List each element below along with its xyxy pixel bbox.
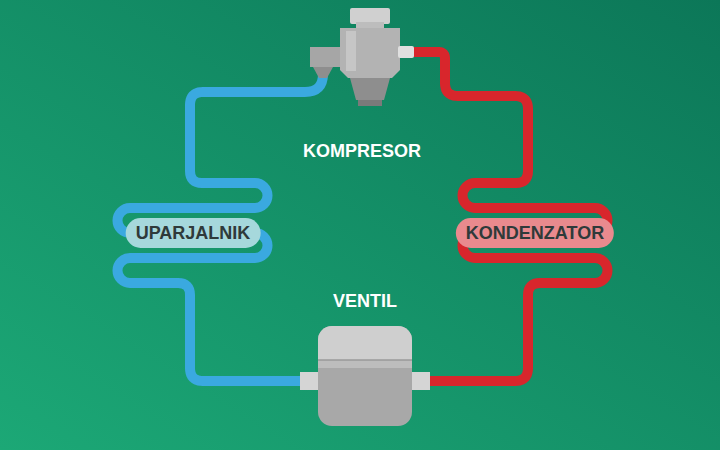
refrigerant-pipe bbox=[430, 298, 528, 381]
part-label: KOMPRESOR bbox=[303, 140, 421, 162]
compressor-body bbox=[340, 28, 400, 78]
compressor-highlight bbox=[346, 31, 356, 71]
part-label: VENTIL bbox=[333, 290, 397, 312]
refrigerant-pipe bbox=[432, 52, 528, 168]
condenser-node: KONDENZATOR bbox=[455, 168, 615, 298]
coil-label: KONDENZATOR bbox=[456, 218, 614, 248]
valve-top bbox=[318, 326, 412, 360]
valve-top-fill bbox=[318, 344, 412, 360]
compressor-cap bbox=[350, 8, 390, 24]
valve-seam bbox=[318, 359, 412, 361]
compressor-node: KOMPRESOR bbox=[292, 6, 432, 164]
valve-figure bbox=[300, 326, 430, 426]
compressor-inlet bbox=[310, 47, 340, 67]
evaporator-node: UPARJALNIK bbox=[112, 168, 274, 298]
inlet-nozzle bbox=[313, 67, 333, 78]
compressor-outlet bbox=[398, 46, 414, 58]
evaporator-coil bbox=[117, 168, 267, 298]
valve-band bbox=[318, 360, 412, 368]
compressor-foot bbox=[358, 100, 382, 106]
coil-label: UPARJALNIK bbox=[126, 218, 261, 248]
compressor-neck bbox=[356, 22, 384, 29]
valve-node: VENTIL bbox=[300, 288, 430, 428]
valve-body bbox=[318, 326, 412, 426]
refrigerant-pipe bbox=[190, 92, 292, 168]
refrigerant-pipe bbox=[190, 298, 300, 381]
compressor-base bbox=[350, 78, 390, 100]
compressor-figure bbox=[310, 8, 414, 106]
